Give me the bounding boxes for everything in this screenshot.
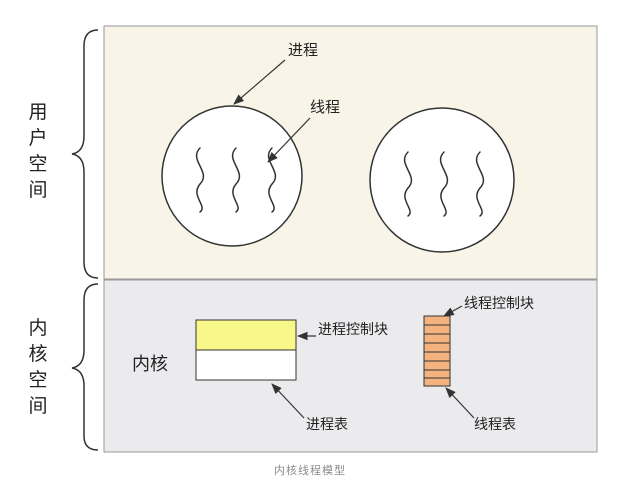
process-table-label: 进程表 xyxy=(306,417,348,433)
thread-table-label: 线程表 xyxy=(474,417,516,433)
thread-squiggle-2-2 xyxy=(439,151,449,217)
user-space-brace xyxy=(71,29,99,279)
thread-label: 线程 xyxy=(310,98,340,116)
thread-control-block-label: 线程控制块 xyxy=(464,296,534,312)
kernel-space-label-char-1: 内 xyxy=(28,317,47,339)
kernel-label: 内核 xyxy=(132,354,168,375)
user-space-label-char-3: 空 xyxy=(28,153,47,175)
thread-squiggle-1-2 xyxy=(231,147,241,213)
user-space-label-char-4: 间 xyxy=(28,179,47,201)
kernel-space-label-char-4: 间 xyxy=(28,395,47,417)
thread-squiggle-2-3 xyxy=(475,151,485,217)
user-space-label-char-1: 用 xyxy=(28,101,47,123)
process-circle-1 xyxy=(161,105,303,247)
thread-arrow xyxy=(267,117,311,163)
process-control-block-label: 进程控制块 xyxy=(318,322,388,338)
thread-squiggle-2-1 xyxy=(403,151,413,217)
kernel-space-label-char-2: 核 xyxy=(28,343,47,365)
process-table xyxy=(195,349,297,381)
kernel-space-brace xyxy=(71,283,99,451)
thread-table-arrow xyxy=(445,387,475,419)
user-space-label-char-2: 户 xyxy=(28,127,47,149)
process-control-block xyxy=(195,319,297,351)
process-circle-2 xyxy=(369,107,515,253)
process-arrow xyxy=(233,59,286,105)
process-table-arrow xyxy=(271,383,305,419)
thread-squiggle-1-1 xyxy=(195,147,205,213)
thread-control-block-arrow xyxy=(443,305,463,317)
process-label: 进程 xyxy=(288,41,318,59)
kernel-space-region xyxy=(103,279,598,453)
kernel-space-label-char-3: 空 xyxy=(28,369,47,391)
figure-caption: 内核线程模型 xyxy=(274,464,346,477)
thread-table xyxy=(423,315,451,387)
